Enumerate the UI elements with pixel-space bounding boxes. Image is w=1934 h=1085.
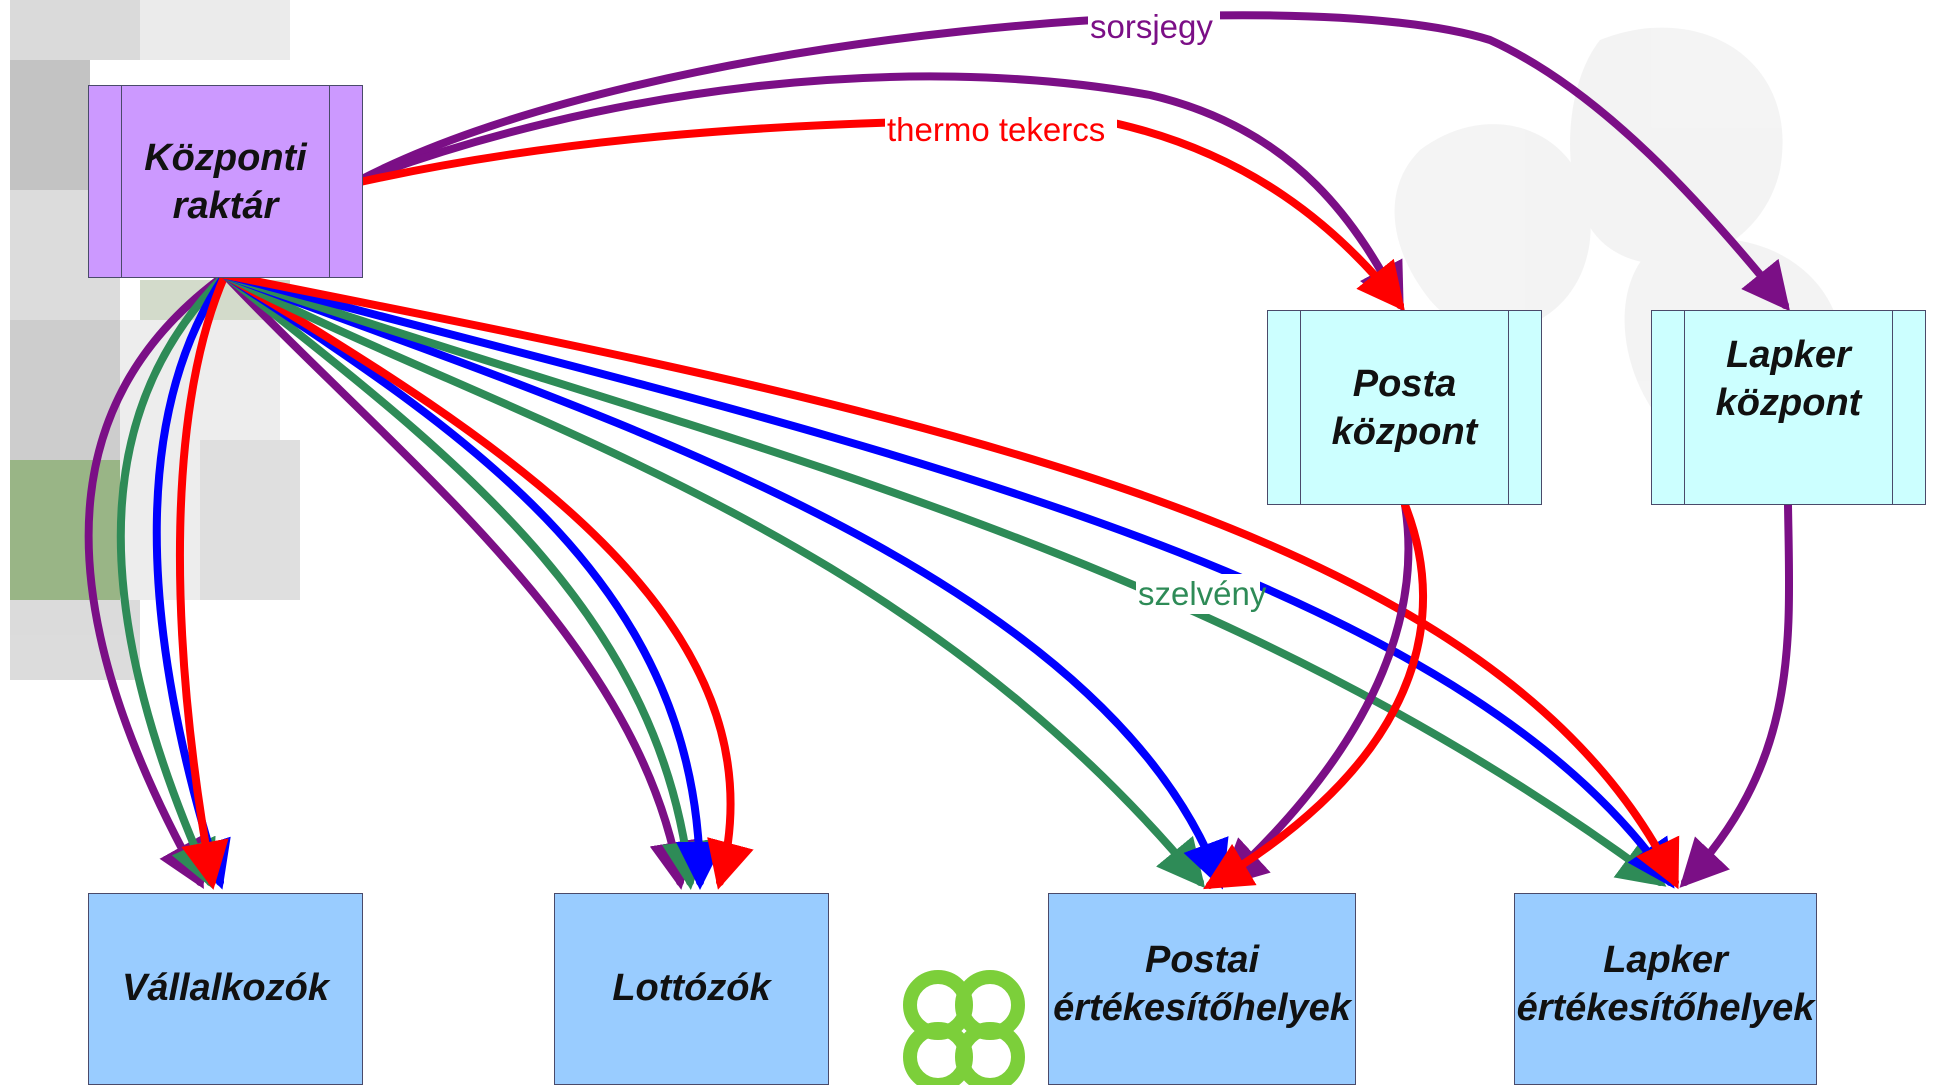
node-posta-kozpont: Posta központ: [1267, 310, 1542, 505]
edge-purple-to-vallalkozok: [84, 271, 229, 889]
node-vallalkozok-label: Vállalkozók: [122, 967, 329, 1009]
edge-blue-to-vallalkozok: [152, 271, 231, 890]
node-kozponti-raktar-label: Központi raktár: [144, 136, 307, 227]
edge-green-to-postai: [221, 271, 1206, 889]
node-lapker-ertekesitohelyek: Lapker értékesítőhelyek: [1514, 893, 1817, 1085]
edge-green-to-lapker-ertekesitohelyek: [221, 271, 1667, 887]
edge-label-szelveny: szelvény: [1138, 575, 1267, 612]
edge-blue-to-lottozok: [221, 271, 724, 890]
edge-label-thermo-tekercs: thermo tekercs: [887, 111, 1105, 148]
edge-sorsjegy-to-lapker-kozpont: [356, 11, 1791, 312]
node-lottozok-label: Lottózók: [612, 967, 771, 1009]
node-kozponti-raktar: Központi raktár: [88, 85, 363, 278]
node-lapker-kozpont-label: Lapker központ: [1715, 334, 1862, 424]
edge-green-to-vallalkozok: [116, 271, 229, 890]
node-posta-kozpont-label: Posta központ: [1331, 362, 1478, 453]
node-postai-ertekesitohelyek-label: Postai értékesítőhelyek: [1053, 939, 1351, 1029]
edge-sorsjegy-to-posta-kozpont: [356, 72, 1404, 313]
edge-red-posta-to-postai: [1203, 501, 1428, 890]
node-lottozok: Lottózók: [554, 893, 829, 1085]
edge-red-to-lottozok: [221, 271, 754, 890]
node-lapker-ertekesitohelyek-label: Lapker értékesítőhelyek: [1516, 939, 1815, 1029]
node-lapker-kozpont: Lapker központ: [1651, 310, 1926, 505]
edge-purple-posta-to-postai: [1219, 501, 1413, 888]
edge-purple-lapker-kozpont-to-lapker-ertekesitohelyek: [1679, 501, 1794, 888]
edge-blue-to-postai: [221, 271, 1229, 890]
edge-red-to-lapker-ertekesitohelyek: [221, 271, 1680, 890]
four-leaf-clover-icon: [903, 970, 1025, 1085]
edge-label-sorsjegy: sorsjegy: [1090, 8, 1213, 45]
node-postai-ertekesitohelyek: Postai értékesítőhelyek: [1048, 893, 1356, 1085]
node-vallalkozok: Vállalkozók: [88, 893, 363, 1085]
edge-green-to-lottozok: [221, 271, 710, 890]
edge-blue-to-lapker-ertekesitohelyek: [221, 271, 1675, 889]
edge-thermo-to-posta-kozpont: [356, 115, 1405, 312]
edge-red-to-vallalkozok: [175, 271, 229, 890]
edge-purple-to-lottozok: [221, 271, 698, 890]
